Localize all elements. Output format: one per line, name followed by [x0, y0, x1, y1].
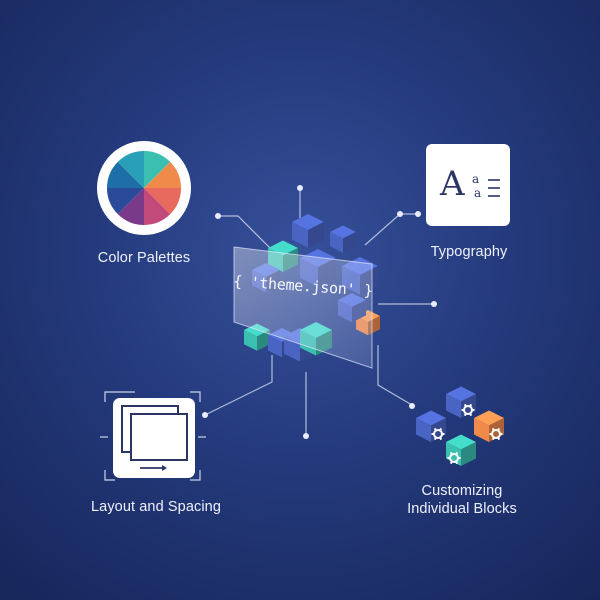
color-palettes-label: Color Palettes — [97, 250, 191, 266]
gear-cube — [446, 434, 476, 466]
cluster-cube — [330, 225, 356, 253]
layout-spacing-label: Layout and Spacing — [91, 499, 221, 515]
cluster-cube — [292, 214, 324, 248]
typography-letter-large: A — [440, 164, 465, 204]
color-wheel-slice — [144, 188, 171, 225]
connector-lines — [204, 190, 434, 435]
color-wheel-slice — [144, 151, 171, 188]
color-wheel-icon — [97, 141, 191, 235]
gear-cube — [446, 386, 476, 418]
color-wheel-slice — [107, 188, 144, 215]
typography-letter-small-bottom: a — [474, 186, 482, 200]
typography-icon — [426, 144, 510, 226]
typography-letter-small-top: a — [472, 172, 480, 186]
blocks-gear-icon — [416, 386, 504, 466]
color-wheel-slice — [117, 188, 144, 225]
theme-json-glass-panel — [233, 246, 373, 369]
color-wheel-slice — [107, 161, 144, 188]
custom-blocks-label: Customizing Individual Blocks — [407, 483, 517, 517]
color-wheel-slice — [144, 161, 181, 188]
color-wheel-slice — [144, 188, 181, 215]
gear-cube — [474, 410, 504, 442]
typography-label: Typography — [430, 244, 508, 260]
connector-dots — [202, 185, 437, 439]
gear-cube — [416, 410, 446, 442]
color-wheel-slice — [117, 151, 144, 188]
layout-icon — [100, 391, 206, 481]
